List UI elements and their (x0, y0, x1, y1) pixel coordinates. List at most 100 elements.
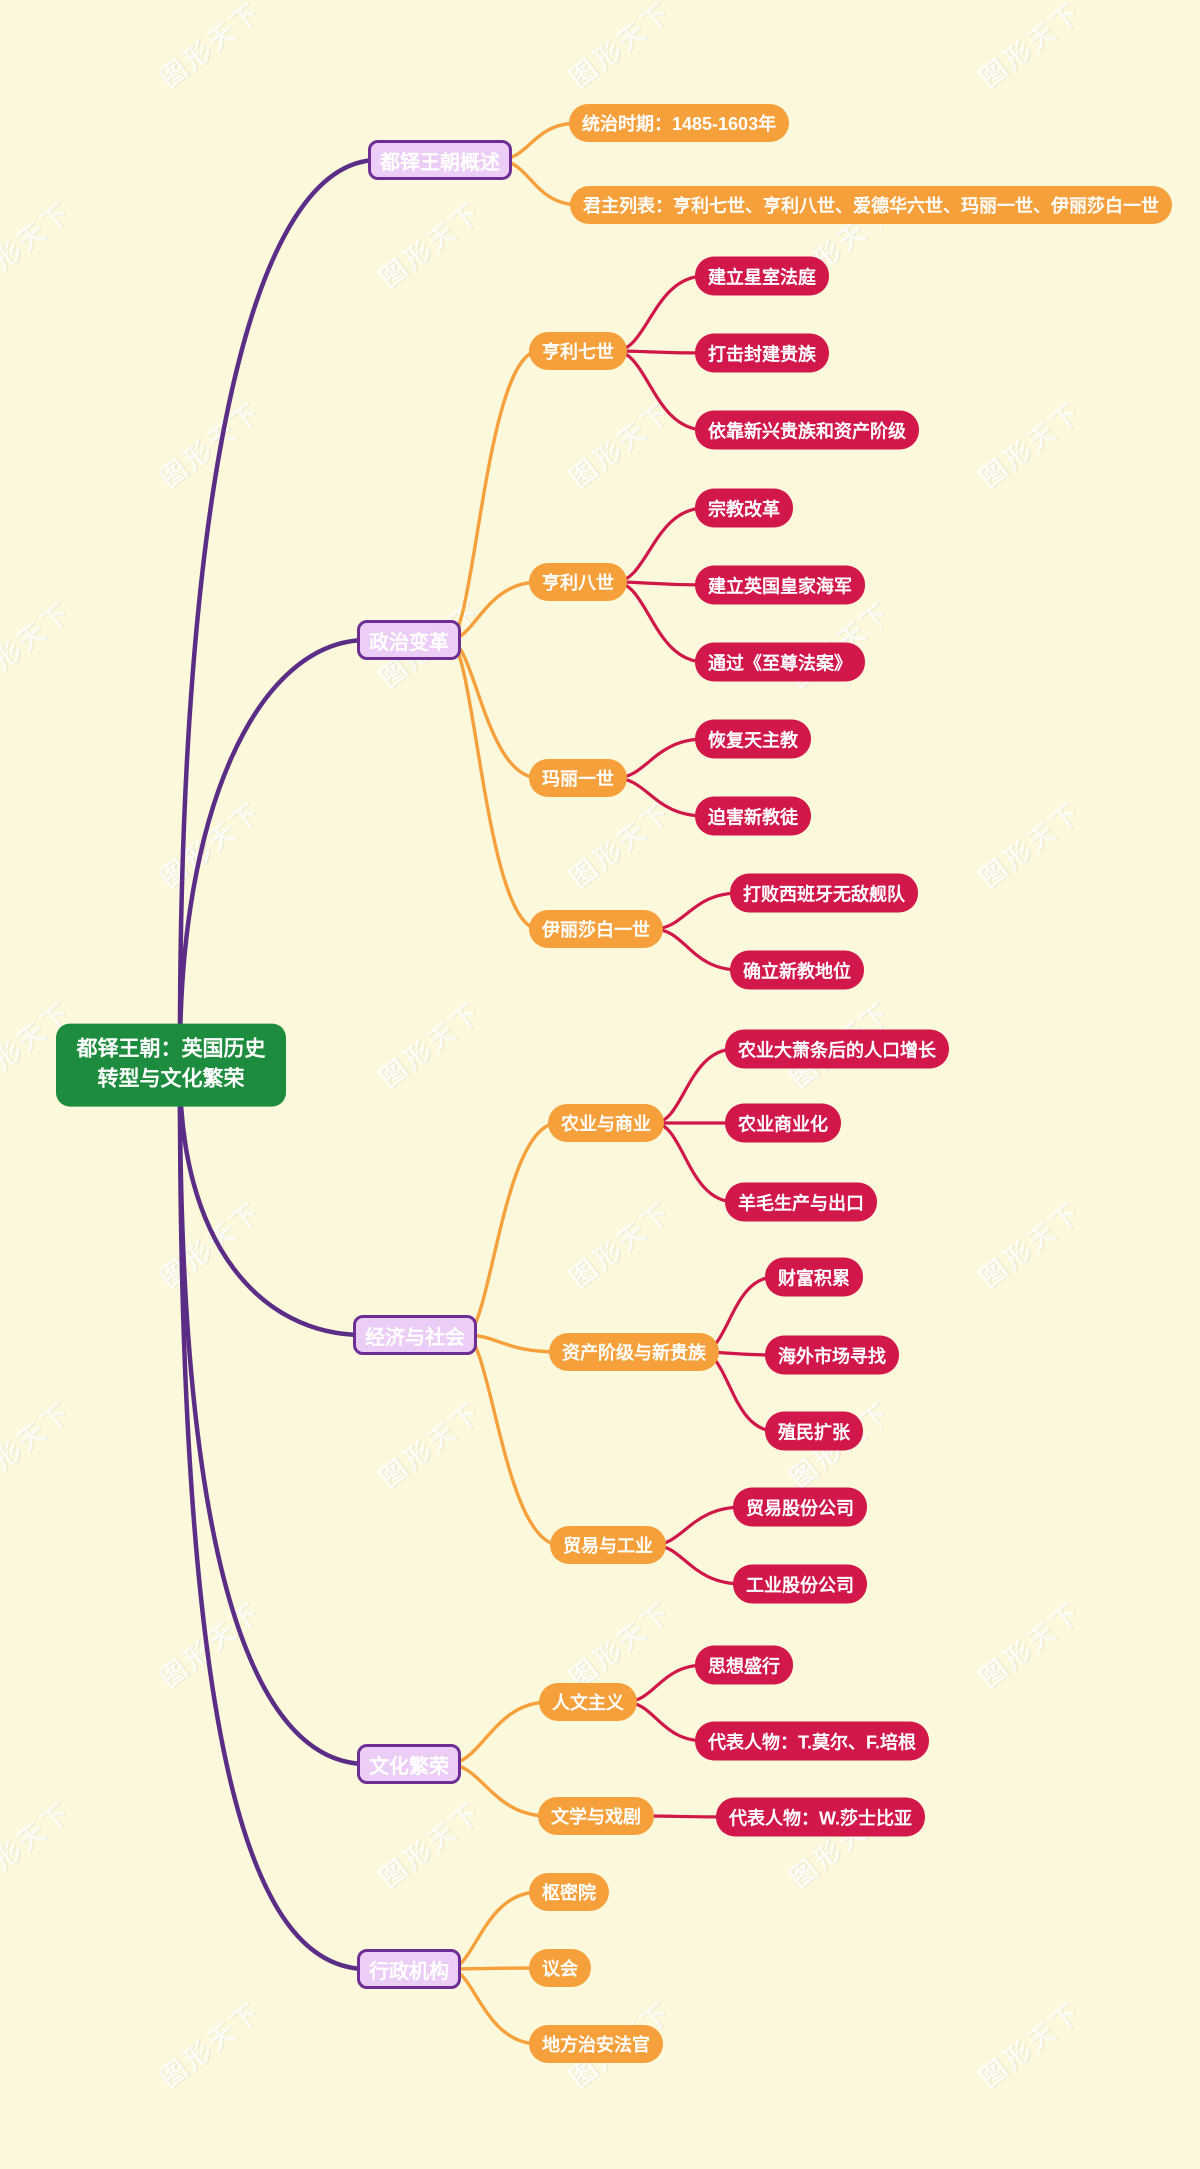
link-humanism-thought (623, 1663, 707, 1704)
topic-henry-vii[interactable]: 亨利七世 (529, 332, 627, 370)
topic-label: 枢密院 (542, 1883, 596, 1903)
branch-economy-society[interactable]: 经济与社会 (353, 1315, 477, 1355)
link-admin-privy-council (447, 1890, 541, 1971)
link-admin-parliament (447, 1966, 541, 1971)
link-elizabeth-armada (651, 891, 742, 931)
link-economy-agriculture (463, 1121, 560, 1337)
detail-label: 通过《至尊法案》 (708, 653, 852, 673)
detail-wool-production-export[interactable]: 羊毛生产与出口 (725, 1182, 877, 1222)
link-trade-trading-companies (651, 1505, 745, 1547)
topic-elizabeth-i[interactable]: 伊丽莎白一世 (529, 910, 663, 948)
topic-humanism[interactable]: 人文主义 (539, 1683, 637, 1721)
link-economy-trade (463, 1333, 562, 1547)
detail-colonial-expansion[interactable]: 殖民扩张 (765, 1411, 863, 1451)
link-henry7-feudal-nobles (613, 349, 707, 355)
node-monarch-list[interactable]: 君主列表：亨利七世、亨利八世、爱德华六世、玛丽一世、伊丽莎白一世 (570, 186, 1172, 224)
detail-wealth-accumulation[interactable]: 财富积累 (765, 1257, 863, 1297)
link-literature-shakespeare (646, 1814, 728, 1819)
detail-label: 殖民扩张 (778, 1422, 850, 1442)
link-root-administrative-organs (177, 1062, 370, 1972)
link-humanism-figures (623, 1700, 707, 1743)
topic-label: 亨利八世 (542, 573, 614, 593)
topic-agriculture-commerce[interactable]: 农业与商业 (548, 1104, 664, 1142)
detail-strike-feudal-nobles[interactable]: 打击封建贵族 (695, 333, 829, 373)
detail-religious-reform[interactable]: 宗教改革 (695, 488, 793, 528)
topic-literature-drama[interactable]: 文学与戏剧 (538, 1797, 654, 1835)
topic-privy-council[interactable]: 枢密院 (529, 1873, 609, 1911)
link-henry7-star-chamber (613, 274, 707, 353)
detail-label: 建立英国皇家海军 (708, 576, 852, 596)
topic-henry-viii[interactable]: 亨利八世 (529, 563, 627, 601)
detail-shakespeare[interactable]: 代表人物：W.莎士比亚 (716, 1797, 925, 1837)
topic-label: 伊丽莎白一世 (542, 920, 650, 940)
topic-label: 亨利七世 (542, 342, 614, 362)
branch-dynasty-overview[interactable]: 都铎王朝概述 (368, 140, 512, 180)
detail-label: 迫害新教徒 (708, 807, 798, 827)
detail-overseas-markets[interactable]: 海外市场寻找 (765, 1335, 899, 1375)
link-admin-justices (447, 1967, 541, 2046)
detail-act-of-supremacy[interactable]: 通过《至尊法案》 (695, 642, 865, 682)
detail-persecute-protestants[interactable]: 迫害新教徒 (695, 796, 811, 836)
detail-population-growth[interactable]: 农业大萧条后的人口增长 (725, 1029, 949, 1069)
detail-label: 贸易股份公司 (746, 1498, 854, 1518)
detail-humanism-figures[interactable]: 代表人物：T.莫尔、F.培根 (695, 1721, 930, 1761)
topic-label: 地方治安法官 (542, 2035, 650, 2055)
branch-administrative-organs[interactable]: 行政机构 (357, 1949, 461, 1989)
detail-label: 思想盛行 (708, 1656, 780, 1676)
link-agri-population-growth (652, 1047, 737, 1125)
root-topic[interactable]: 都铎王朝：英国历史转型与文化繁荣 (56, 1023, 286, 1107)
detail-label: 代表人物：W.莎士比亚 (729, 1808, 912, 1828)
topic-bourgeoisie-new-nobility[interactable]: 资产阶级与新贵族 (549, 1333, 719, 1371)
detail-label: 恢复天主教 (708, 730, 798, 750)
link-root-political-change (177, 637, 370, 1068)
detail-label: 建立星室法庭 (708, 267, 816, 287)
link-political-mary-i (447, 638, 541, 780)
detail-label: 海外市场寻找 (778, 1346, 886, 1366)
branch-label: 都铎王朝概述 (380, 151, 500, 174)
topic-label: 议会 (542, 1959, 578, 1979)
link-political-henry-vii (447, 349, 541, 642)
link-root-economy-society (177, 1062, 366, 1338)
link-henry8-royal-navy (613, 580, 707, 587)
detail-restore-catholicism[interactable]: 恢复天主教 (695, 719, 811, 759)
topic-trade-industry[interactable]: 贸易与工业 (550, 1526, 666, 1564)
detail-defeat-armada[interactable]: 打败西班牙无敌舰队 (730, 873, 918, 913)
detail-label: 确立新教地位 (743, 961, 851, 981)
branch-political-change[interactable]: 政治变革 (357, 620, 461, 660)
detail-label: 打败西班牙无敌舰队 (743, 884, 905, 904)
detail-label: 羊毛生产与出口 (738, 1193, 864, 1213)
node-reign-period[interactable]: 统治时期：1485-1603年 (569, 104, 790, 142)
link-political-elizabeth-i (447, 638, 541, 931)
topic-justices-of-peace[interactable]: 地方治安法官 (529, 2025, 663, 2063)
detail-label: 打击封建贵族 (708, 344, 816, 364)
link-mary-restore-catholicism (613, 737, 707, 780)
branch-label: 经济与社会 (365, 1326, 465, 1349)
topic-parliament[interactable]: 议会 (529, 1949, 591, 1987)
detail-trading-stock-companies[interactable]: 贸易股份公司 (733, 1487, 867, 1527)
topic-mary-i[interactable]: 玛丽一世 (529, 759, 627, 797)
detail-rely-new-nobility[interactable]: 依靠新兴贵族和资产阶级 (695, 410, 919, 450)
detail-industrial-stock-companies[interactable]: 工业股份公司 (733, 1564, 867, 1604)
branch-label: 行政机构 (369, 1960, 449, 1983)
detail-label: 代表人物：T.莫尔、F.培根 (708, 1732, 917, 1752)
link-agri-wool-export (652, 1121, 737, 1204)
branch-label: 政治变革 (369, 631, 449, 654)
topic-label: 人文主义 (552, 1693, 624, 1713)
detail-label: 财富积累 (778, 1268, 850, 1288)
detail-star-chamber[interactable]: 建立星室法庭 (695, 256, 829, 296)
topic-label: 君主列表：亨利七世、亨利八世、爱德华六世、玛丽一世、伊丽莎白一世 (583, 196, 1159, 216)
detail-label: 宗教改革 (708, 499, 780, 519)
detail-establish-protestantism[interactable]: 确立新教地位 (730, 950, 864, 990)
link-economy-bourgeoisie (463, 1333, 561, 1354)
topic-label: 资产阶级与新贵族 (562, 1343, 706, 1363)
detail-thought-prevails[interactable]: 思想盛行 (695, 1645, 793, 1685)
link-culture-literature (446, 1762, 550, 1818)
detail-agricultural-commercialization[interactable]: 农业商业化 (725, 1103, 841, 1143)
detail-label: 农业大萧条后的人口增长 (738, 1040, 936, 1060)
detail-royal-navy[interactable]: 建立英国皇家海军 (695, 565, 865, 605)
link-elizabeth-protestantism (651, 927, 742, 972)
link-trade-industrial-companies (651, 1543, 745, 1586)
branch-cultural-prosperity[interactable]: 文化繁荣 (357, 1744, 461, 1784)
link-root-dynasty-overview (177, 157, 381, 1068)
